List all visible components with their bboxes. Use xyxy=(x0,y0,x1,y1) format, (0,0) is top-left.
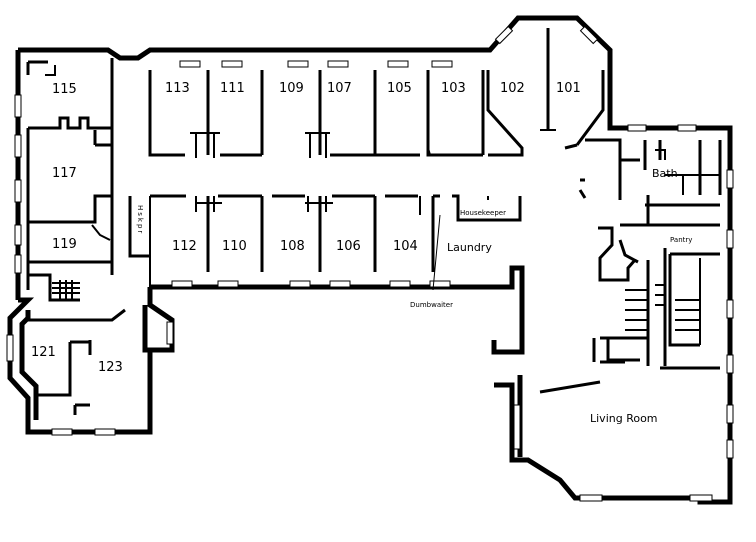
room-102-label: 102 xyxy=(500,81,525,96)
outer-walls xyxy=(7,15,733,505)
room-106-label: 106 xyxy=(336,239,361,254)
room-103-label: 103 xyxy=(441,81,466,96)
laundry-label: Laundry xyxy=(447,241,492,254)
room-113-label: 113 xyxy=(165,81,190,96)
room-110-label: 110 xyxy=(222,239,247,254)
bath-label: Bath xyxy=(652,167,678,180)
room-115-label: 115 xyxy=(52,82,77,97)
room-labels: 115 113 111 109 107 105 103 102 101 117 … xyxy=(31,81,692,425)
room-101-label: 101 xyxy=(556,81,581,96)
dumbwaiter-leader xyxy=(432,214,441,291)
room-105-label: 105 xyxy=(387,81,412,96)
room-121-label: 121 xyxy=(31,345,56,360)
room-107-label: 107 xyxy=(327,81,352,96)
room-111-label: 111 xyxy=(220,81,245,96)
living-room-label: Living Room xyxy=(590,412,658,425)
hskpr-vertical-label: Hskpr xyxy=(136,205,144,235)
room-112-label: 112 xyxy=(172,239,197,254)
pantry-label: Pantry xyxy=(670,236,692,244)
housekeeper-label: Housekeeper xyxy=(460,209,506,217)
room-104-label: 104 xyxy=(393,239,418,254)
room-108-label: 108 xyxy=(280,239,305,254)
interior-walls xyxy=(26,28,722,415)
room-119-label: 119 xyxy=(52,237,77,252)
windows xyxy=(6,25,734,502)
room-109-label: 109 xyxy=(279,81,304,96)
room-117-label: 117 xyxy=(52,166,77,181)
room-123-label: 123 xyxy=(98,360,123,375)
dumbwaiter-label: Dumbwaiter xyxy=(410,301,453,309)
